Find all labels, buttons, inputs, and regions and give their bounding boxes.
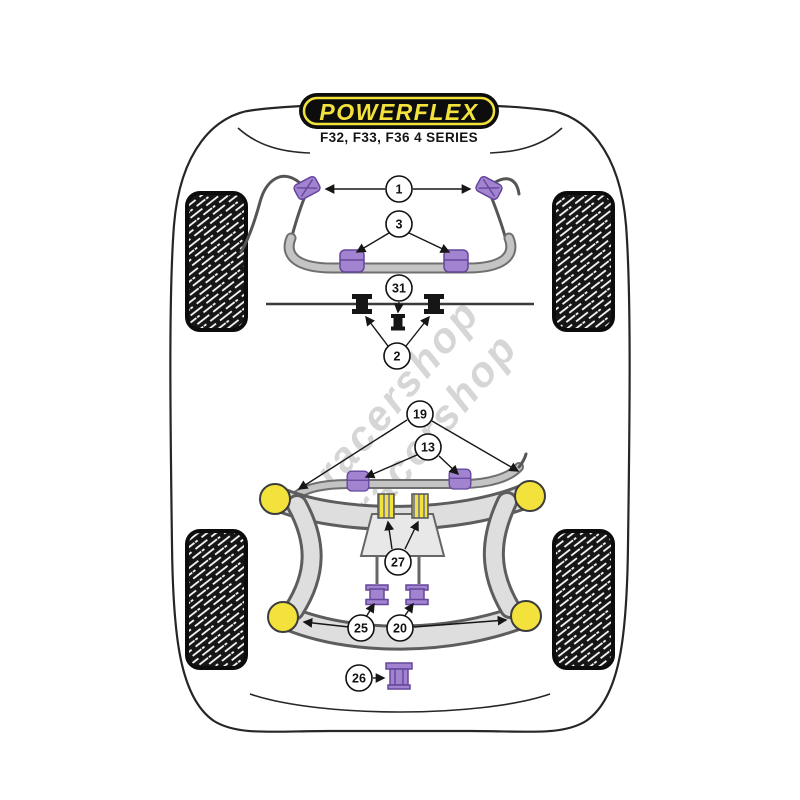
car-outline bbox=[169, 103, 631, 733]
callout-13: 13 bbox=[414, 433, 442, 461]
tire-front-right bbox=[552, 191, 615, 332]
rear-mount-bush-left bbox=[365, 584, 389, 606]
subframe-corner-mount-front-right bbox=[514, 480, 546, 512]
callout-1-label: 1 bbox=[396, 183, 403, 197]
front-crease-right bbox=[489, 127, 563, 154]
subframe-insert-left bbox=[377, 493, 395, 519]
subframe-corner-mount-rear-left bbox=[267, 601, 299, 633]
callout-26-label: 26 bbox=[352, 672, 366, 686]
callout-19: 19 bbox=[406, 400, 434, 428]
callout-26: 26 bbox=[345, 664, 373, 692]
subframe-right-arm-fill bbox=[485, 494, 518, 616]
callout-25-label: 25 bbox=[354, 622, 368, 636]
tire-rear-right bbox=[552, 529, 615, 670]
callout-1: 1 bbox=[385, 175, 413, 203]
tire-rear-left bbox=[185, 529, 248, 670]
callout-31: 31 bbox=[385, 274, 413, 302]
callout-19-label: 19 bbox=[413, 408, 427, 422]
rear-arb-tube-highlight bbox=[290, 464, 522, 502]
subframe-corner-mount-rear-right bbox=[510, 600, 542, 632]
diff-mount-bush bbox=[385, 662, 413, 690]
callout-13-label: 13 bbox=[421, 441, 435, 455]
callout-31-label: 31 bbox=[392, 282, 406, 296]
callout-25: 25 bbox=[347, 614, 375, 642]
front-arb-clamp-bush-left bbox=[339, 249, 365, 273]
callout-arrows bbox=[297, 184, 520, 683]
subframe-left-arm-fill bbox=[286, 497, 320, 618]
rear-mount-bush-right bbox=[405, 584, 429, 606]
powerflex-logo: POWERFLEX bbox=[299, 93, 499, 129]
front-arb-tube-highlight bbox=[285, 234, 515, 272]
callout-2-label: 2 bbox=[394, 350, 401, 364]
rear-arb-clamp-bush-right bbox=[448, 468, 472, 490]
callout-2: 2 bbox=[383, 342, 411, 370]
callout-3-label: 3 bbox=[396, 218, 403, 232]
rear-arb-clamp-bush-left bbox=[346, 470, 370, 492]
front-arb-clamp-bush-right bbox=[443, 249, 469, 273]
subframe-insert-right bbox=[411, 493, 429, 519]
model-subtitle: F32, F33, F36 4 SERIES bbox=[320, 130, 478, 145]
tire-front-left bbox=[185, 191, 248, 332]
rear-seam bbox=[249, 693, 551, 713]
callout-20: 20 bbox=[386, 614, 414, 642]
brand-logo-text: POWERFLEX bbox=[319, 99, 478, 125]
front-crease-left bbox=[237, 127, 311, 154]
front-arb-end-left bbox=[239, 174, 302, 254]
callout-27-label: 27 bbox=[391, 556, 405, 570]
callout-20-label: 20 bbox=[393, 622, 407, 636]
subframe-corner-mount-front-left bbox=[259, 483, 291, 515]
rear-arb-end-right bbox=[517, 452, 528, 469]
callout-3: 3 bbox=[385, 210, 413, 238]
callout-27: 27 bbox=[384, 548, 412, 576]
front-arb-end-right bbox=[492, 177, 521, 196]
